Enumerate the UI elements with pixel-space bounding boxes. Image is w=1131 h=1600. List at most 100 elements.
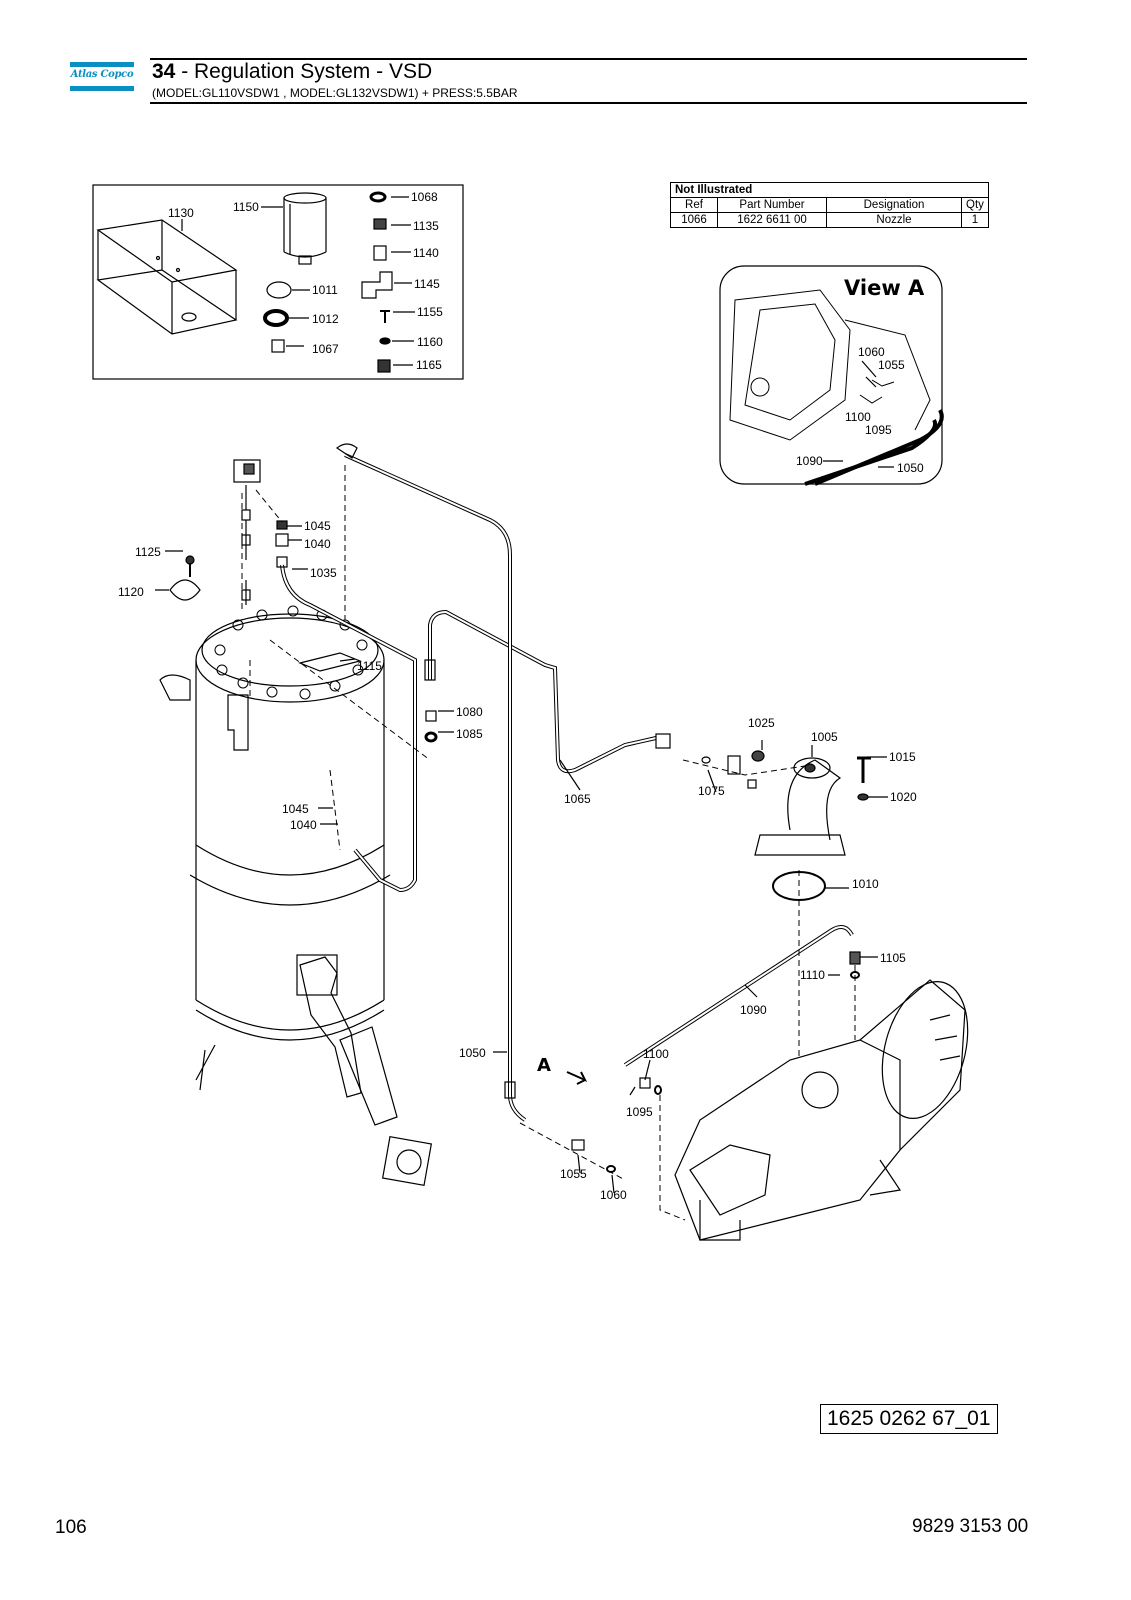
page-title: 34 - Regulation System - VSD: [152, 60, 432, 84]
callout-1025: 1025: [748, 716, 775, 730]
logo-bar-bottom: [70, 86, 134, 91]
callout-1140: 1140: [413, 246, 439, 260]
cell-qty: 1: [961, 212, 989, 228]
atlas-copco-logo: Atlas Copco: [70, 62, 134, 92]
page-number: 106: [55, 1517, 87, 1538]
screw-1155: [380, 310, 390, 323]
fitting-1080: [425, 710, 437, 722]
fitting-1140: [373, 245, 387, 261]
callout-1080: 1080: [456, 705, 483, 719]
view-a-inset: [719, 265, 943, 485]
washer-1085: [424, 731, 438, 743]
callout-1020: 1020: [890, 790, 917, 804]
callout-1135: 1135: [413, 219, 439, 233]
callout-1067: 1067: [312, 342, 339, 356]
clamp-1120: [169, 579, 201, 601]
fitting-1045-top: [276, 520, 288, 530]
view-a-callout-1095: 1095: [865, 423, 892, 437]
callout-1065: 1065: [564, 792, 591, 806]
callout-1015: 1015: [889, 750, 916, 764]
hose-1050: [344, 453, 527, 1122]
washer-1100: [654, 1085, 662, 1095]
callout-1075: 1075: [698, 784, 725, 798]
pressure-switch: [233, 459, 261, 605]
table-row: 1066 1622 6611 00 Nozzle 1: [670, 212, 989, 228]
oil-receiver-vessel: [159, 605, 433, 1187]
cell-part-number: 1622 6611 00: [717, 212, 827, 228]
seal-1012: [263, 309, 289, 327]
washer-1160: [379, 337, 391, 345]
plug-1025: [751, 750, 765, 762]
elbow-1145: [361, 271, 393, 299]
parts-inset-box: [92, 184, 464, 380]
logo-bar-top: [70, 62, 134, 67]
callout-1110: 1110: [800, 968, 825, 982]
view-a-callout-1100: 1100: [845, 410, 871, 424]
callout-1155: 1155: [417, 305, 443, 319]
elbow-1005: [754, 757, 846, 856]
hose-end-1050-bottom: [504, 1081, 516, 1099]
hose-end-1065-right: [655, 733, 671, 749]
callout-1105: 1105: [880, 951, 906, 965]
callout-1045-top: 1045: [304, 519, 331, 533]
callout-1160: 1160: [417, 335, 443, 349]
callout-1050: 1050: [459, 1046, 486, 1060]
callout-1040-top: 1040: [304, 537, 331, 551]
cover-bolts: [214, 605, 368, 700]
callout-1150: 1150: [233, 200, 259, 214]
not-illustrated-title: Not Illustrated: [670, 182, 989, 198]
not-illustrated-table: Not Illustrated Ref Part Number Designat…: [670, 182, 989, 228]
page-subtitle: (MODEL:GL110VSDW1 , MODEL:GL132VSDW1) + …: [152, 86, 518, 100]
view-a-leaders: [823, 360, 894, 468]
view-a-arrow-label: A: [537, 1055, 551, 1076]
callout-1145: 1145: [414, 277, 440, 291]
document-number: 9829 3153 00: [912, 1516, 1029, 1537]
header-rule-bottom: [150, 102, 1027, 104]
callout-1085: 1085: [456, 727, 483, 741]
fitting-1105: [849, 951, 861, 965]
callout-1005: 1005: [811, 730, 838, 744]
callout-1055: 1055: [560, 1167, 587, 1181]
header-rule-top: [150, 58, 1027, 60]
view-a-direction-arrow: [566, 1071, 588, 1085]
callout-1120: 1120: [118, 585, 144, 599]
callout-1035: 1035: [310, 566, 337, 580]
callout-1095: 1095: [626, 1105, 653, 1119]
plug-1067: [271, 339, 285, 353]
section-title: - Regulation System - VSD: [175, 60, 433, 83]
section-number: 34: [152, 60, 176, 83]
bolt-1125: [185, 555, 195, 565]
view-a-callout-1060: 1060: [858, 345, 885, 359]
callout-1045-lower: 1045: [282, 802, 309, 816]
fitting-1055: [571, 1139, 585, 1151]
callout-1100: 1100: [643, 1047, 669, 1061]
view-a-callout-1090: 1090: [796, 454, 823, 468]
callout-1125: 1125: [135, 545, 161, 559]
callout-1040-lower: 1040: [290, 818, 317, 832]
filter-element-1150: [283, 192, 327, 265]
callout-1010: 1010: [852, 877, 879, 891]
callout-labels: 1130 1150 1068 1135 1140 1145 1011 1012 …: [118, 190, 925, 1202]
callout-1090: 1090: [740, 1003, 767, 1017]
callout-1115: 1115: [357, 659, 382, 673]
callout-1068: 1068: [411, 190, 438, 204]
hose-end-1065: [424, 659, 436, 681]
table-header-row: Ref Part Number Designation Qty: [670, 197, 989, 213]
logo-text: Atlas Copco: [70, 69, 134, 80]
bracket-1130: [96, 219, 238, 335]
valve-1075-assembly: [701, 755, 757, 789]
hose-end-1050-top: [335, 443, 358, 459]
callout-1060: 1060: [600, 1188, 627, 1202]
fitting-1040-top: [275, 533, 289, 547]
view-a-compressor-sketch: [729, 289, 944, 486]
fitting-1165: [377, 359, 391, 373]
washer-1020: [857, 793, 869, 801]
callout-1165: 1165: [416, 358, 442, 372]
view-a-title: View A: [844, 276, 925, 300]
bolt-1015: [857, 756, 871, 783]
o-ring-1011: [266, 281, 292, 299]
hose-end-1035: [276, 556, 288, 568]
callout-1130: 1130: [168, 206, 194, 220]
cell-designation: Nozzle: [826, 212, 962, 228]
